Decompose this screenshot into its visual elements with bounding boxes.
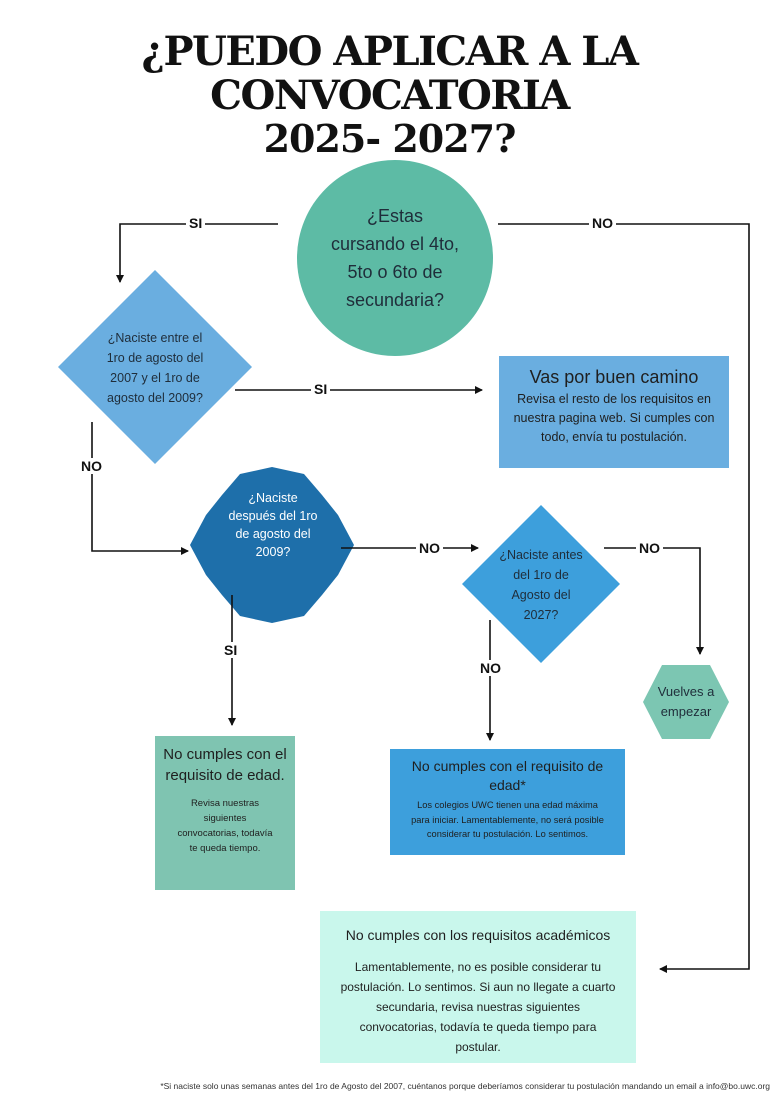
box-good-path-heading: Vas por buen camino — [529, 367, 699, 387]
connector-no-top — [498, 223, 750, 973]
box-academic-heading: No cumples con los requisitos académicos — [345, 927, 611, 943]
box-good-path: Vas por buen camino Revisa el resto de l… — [499, 356, 729, 468]
box-age-max: No cumples con el requisito de edad* Los… — [390, 749, 625, 855]
label-no-right: NO — [636, 540, 663, 556]
question-born-before-text: ¿Naciste antes del 1ro de Agosto del 202… — [499, 548, 583, 622]
box-good-path-body: Revisa el resto de los requisitos en nue… — [513, 392, 715, 444]
question-studying-text: ¿Estas cursando el 4to, 5to o 6to de sec… — [330, 206, 460, 310]
page-title: ¿PUEDO APLICAR A LA CONVOCATORIA 2025- 2… — [0, 30, 779, 160]
box-age-young: No cumples con el requisito de edad. Rev… — [155, 736, 295, 890]
label-no-top: NO — [589, 215, 616, 231]
title-line-1: ¿PUEDO APLICAR A LA CONVOCATORIA — [141, 28, 639, 119]
question-circle — [297, 160, 493, 356]
connector-si-top — [116, 223, 278, 283]
label-si-good: SI — [311, 381, 331, 397]
connector-no-right — [604, 547, 704, 655]
title-line-2: 2025- 2027? — [263, 116, 517, 161]
box-academic: No cumples con los requisitos académicos… — [320, 911, 636, 1063]
label-no-mid: NO — [416, 540, 443, 556]
question-age-range-text: ¿Naciste entre el 1ro de agosto del 2007… — [106, 330, 204, 405]
question-diamond-born-before — [462, 505, 620, 663]
restart-text: Vuelves a empezar — [657, 684, 715, 719]
box-age-young-body: Revisa nuestras siguientes convocatorias… — [177, 798, 273, 854]
box-academic-body: Lamentablemente, no es posible considera… — [340, 960, 616, 1054]
box-age-max-heading: No cumples con el requisito de edad* — [411, 758, 604, 793]
box-age-young-heading: No cumples con el requisito de edad. — [163, 746, 287, 784]
restart-hexagon — [643, 665, 729, 739]
label-no-left: NO — [78, 458, 105, 474]
question-star-born-after — [190, 467, 354, 623]
label-si-top: SI — [186, 215, 206, 231]
question-diamond-age-range — [58, 270, 252, 464]
question-born-after-text: ¿Naciste después del 1ro de agosto del 2… — [228, 491, 318, 559]
box-age-max-body: Los colegios UWC tienen una edad máxima … — [411, 800, 604, 839]
label-si-down: SI — [221, 642, 241, 658]
footnote: *Si naciste solo unas semanas antes del … — [160, 1081, 770, 1091]
label-no-down: NO — [477, 660, 504, 676]
